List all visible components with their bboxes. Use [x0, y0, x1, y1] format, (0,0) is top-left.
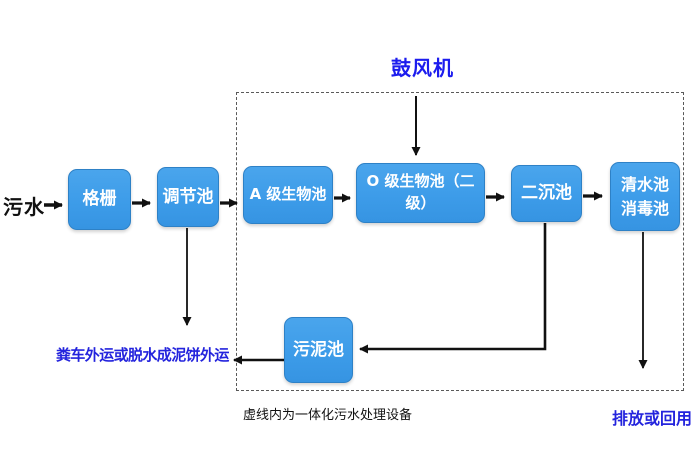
node-clear-water-disinfection-tank: 清水池 消毒池 — [610, 162, 680, 231]
node-sludge-tank: 污泥池 — [284, 317, 353, 383]
node-o-bio-tank: O 级生物池（二级） — [356, 163, 485, 223]
sludge-disposal-label: 粪车外运或脱水成泥饼外运 — [56, 346, 229, 364]
node-regulating-tank-label: 调节池 — [162, 186, 214, 207]
node-a-bio-tank-label: A 级生物池 — [249, 185, 327, 204]
blower-label: 鼓风机 — [391, 56, 454, 80]
influent-label: 污水 — [3, 195, 45, 219]
node-disinfection-label: 消毒池 — [620, 198, 669, 218]
node-a-bio-tank: A 级生物池 — [243, 166, 333, 224]
node-sludge-tank-label: 污泥池 — [293, 339, 344, 360]
node-regulating-tank: 调节池 — [157, 167, 219, 227]
dashed-boundary-caption: 虚线内为一体化污水处理设备 — [243, 408, 413, 423]
integrated-equipment-dashed-boundary — [236, 92, 684, 391]
node-grid-label: 格栅 — [82, 189, 117, 210]
node-secondary-sedimentation-label: 二沉池 — [521, 183, 572, 204]
discharge-reuse-label: 排放或回用 — [612, 409, 693, 428]
node-secondary-sedimentation-tank: 二沉池 — [511, 165, 582, 222]
node-o-bio-tank-label: O 级生物池（二级） — [366, 172, 475, 212]
node-clear-water-label: 清水池 — [620, 175, 669, 195]
node-grid: 格栅 — [68, 169, 131, 230]
